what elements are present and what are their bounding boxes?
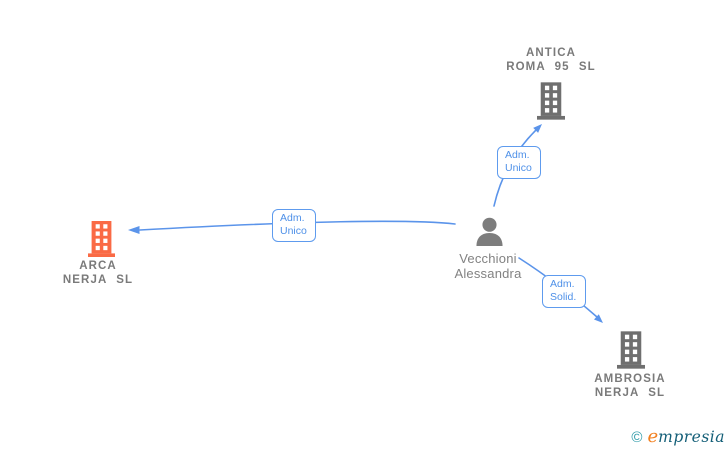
company-name: ANTICA ROMA 95 SL	[506, 47, 596, 73]
building-icon	[537, 82, 565, 120]
edge-label-adm-unico-antica: Adm. Unico	[497, 146, 541, 179]
edge-label-adm-unico-arca: Adm. Unico	[272, 209, 316, 242]
arrowhead-arca	[128, 226, 140, 234]
building-icon-highlighted	[88, 221, 115, 257]
company-name: AMBROSIA NERJA SL	[594, 373, 666, 399]
brand-text: empresia	[647, 426, 725, 447]
copyright-icon: ©	[631, 429, 643, 446]
arrowhead-ambrosia	[594, 314, 603, 323]
empresia-logo[interactable]: © empresia	[631, 426, 725, 447]
company-name: ARCA NERJA SL	[62, 260, 134, 286]
building-icon	[617, 331, 645, 369]
person-icon	[476, 217, 503, 247]
edge-label-adm-solid-ambrosia: Adm. Solid.	[542, 275, 586, 308]
arrowhead-antica	[533, 124, 542, 133]
person-name: Vecchioni Alessandra	[454, 251, 522, 281]
